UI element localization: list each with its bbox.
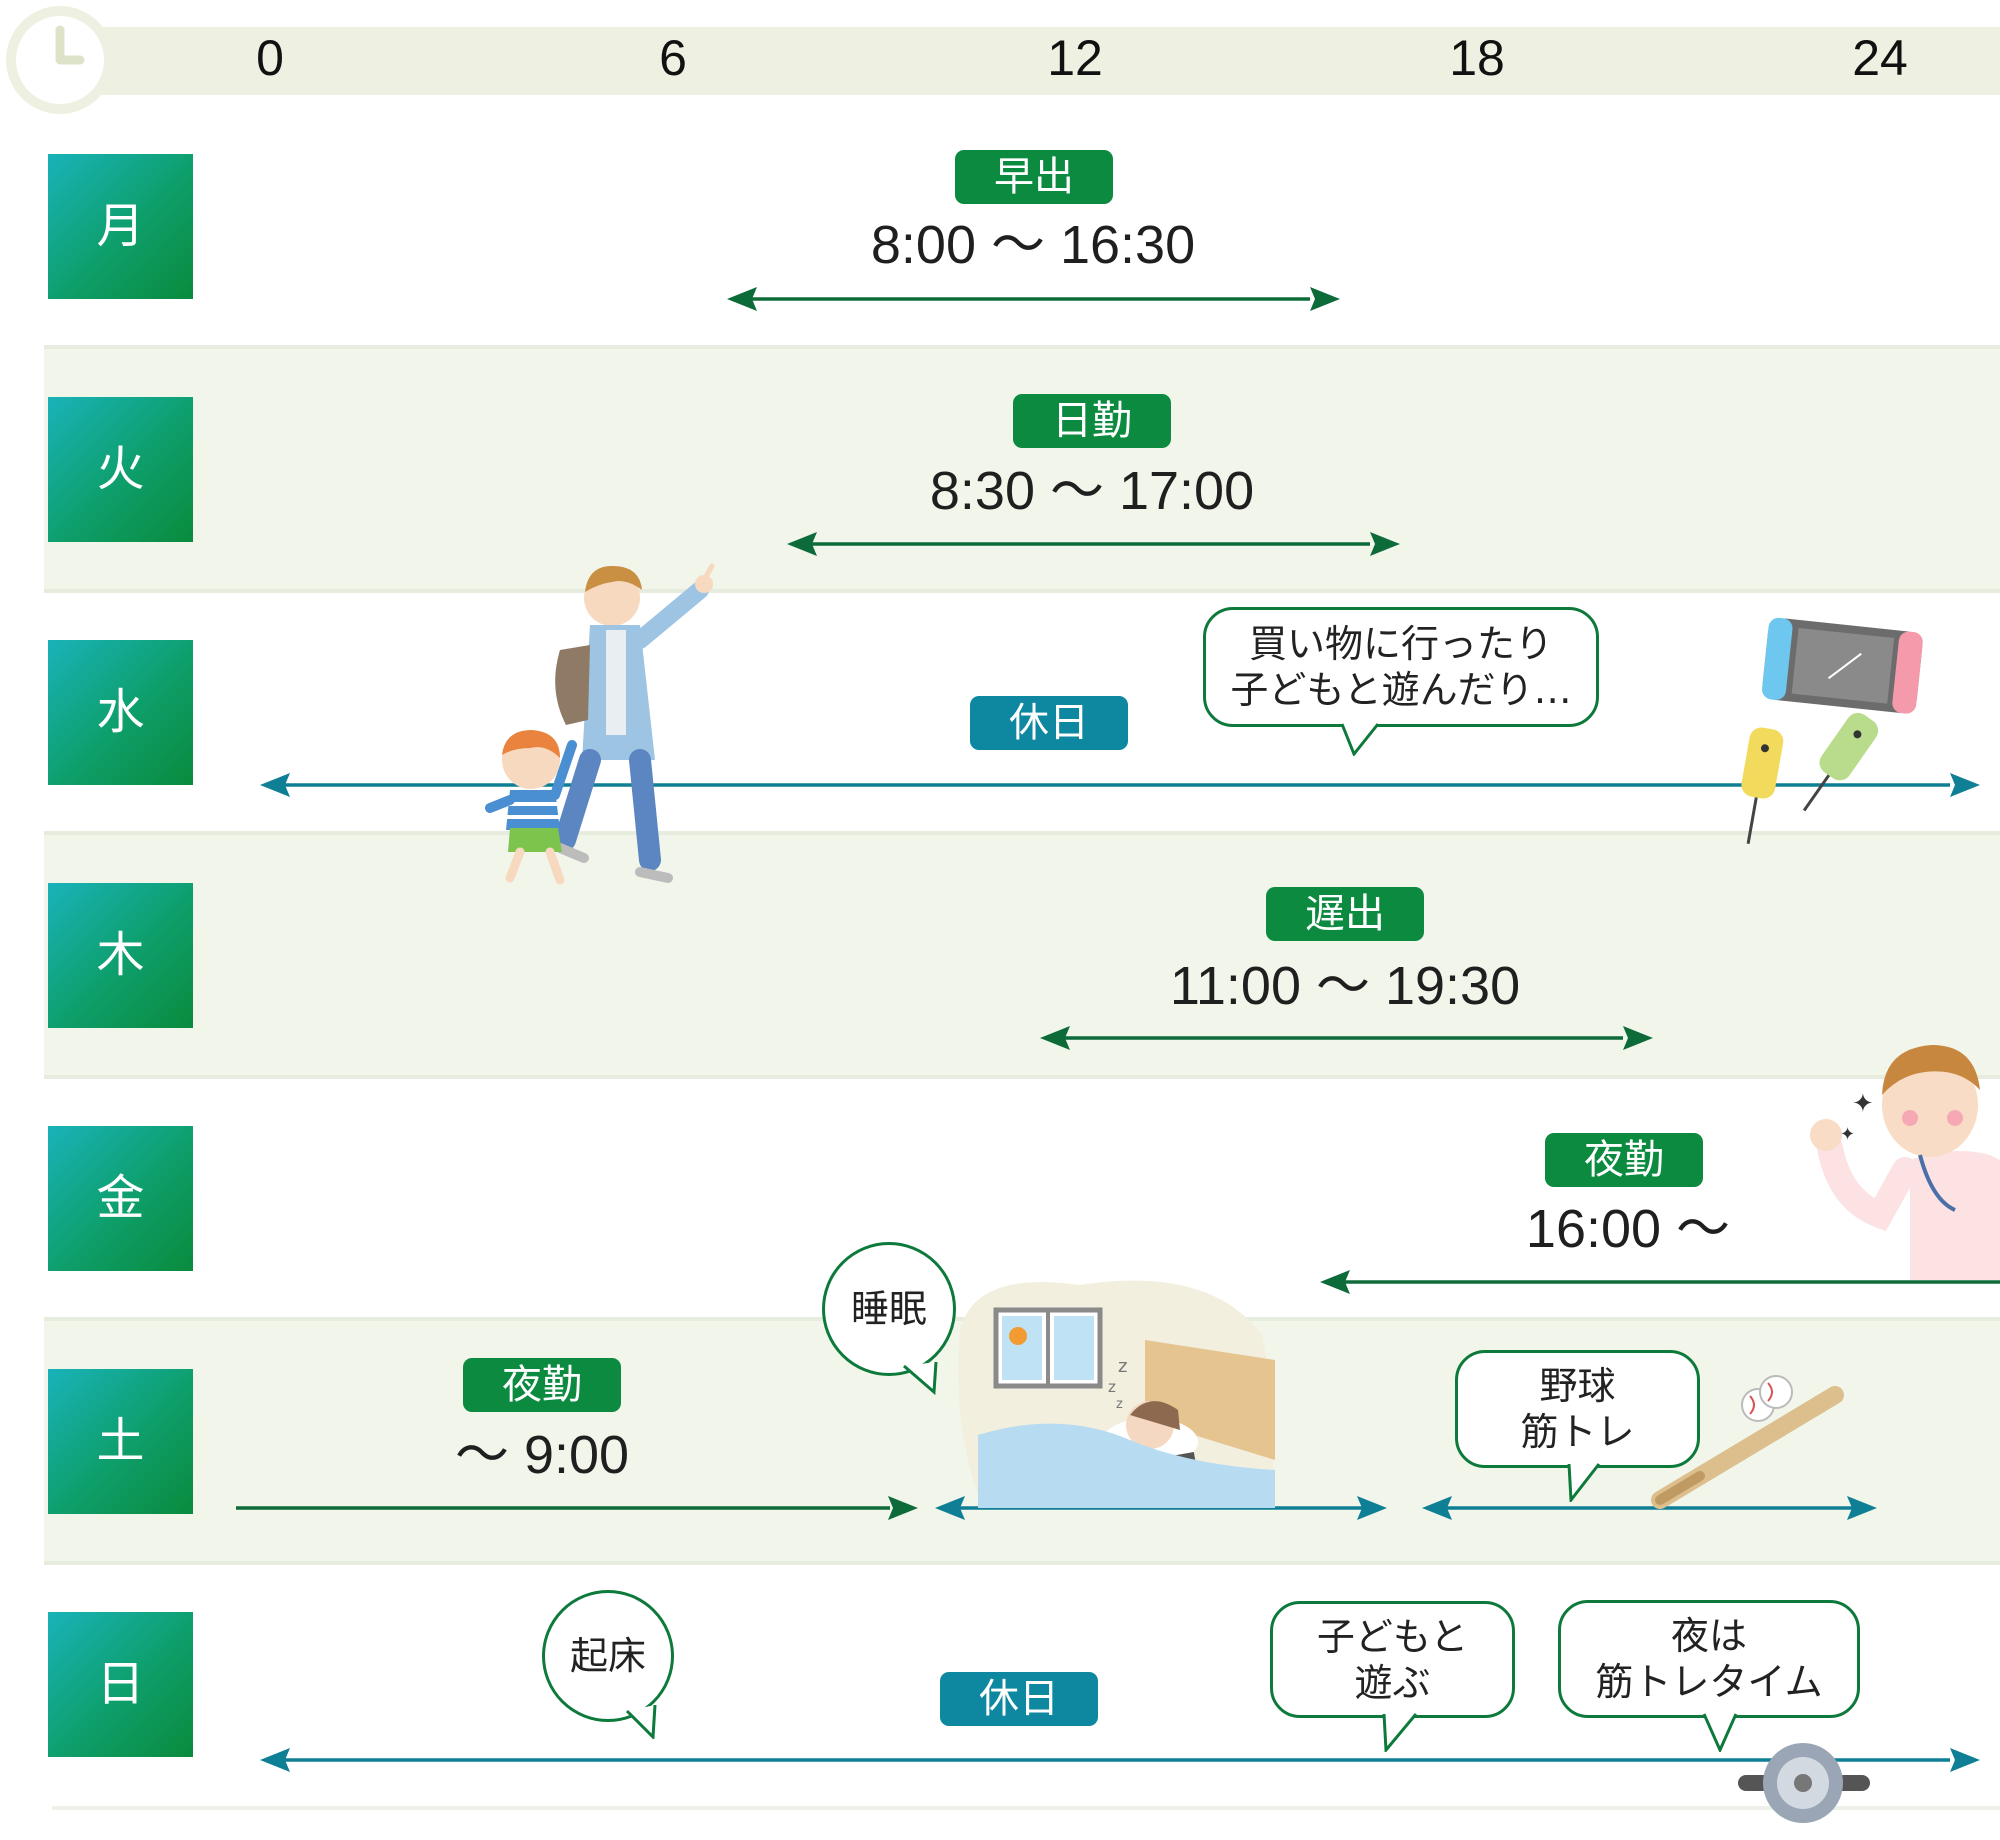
arrow-thu — [1040, 1026, 1653, 1050]
shift-badge-mon: 早出 — [955, 150, 1113, 204]
tick-18: 18 — [1449, 30, 1505, 86]
baseball-bat-icon — [1651, 1375, 1844, 1509]
arrow-fri — [1320, 1270, 2000, 1294]
speech-bubble-kids: 子どもと 遊ぶ — [1270, 1601, 1515, 1718]
svg-text:z: z — [1108, 1378, 1116, 1396]
row-band-tue — [44, 347, 2000, 589]
tick-0: 0 — [256, 30, 284, 86]
arrow-sat-sport — [1422, 1496, 1877, 1520]
day-label-sun: 日 — [48, 1612, 193, 1757]
shift-time-sat: 〜 9:00 — [454, 1425, 630, 1485]
tick-6: 6 — [659, 30, 687, 86]
arrow-tue — [787, 532, 1400, 556]
shift-time-fri: 16:00 〜 — [1525, 1199, 1731, 1259]
day-label-fri: 金 — [48, 1126, 193, 1271]
shift-badge-sun: 休日 — [940, 1672, 1098, 1726]
game-console-icon — [1741, 617, 1923, 845]
shift-time-tue: 8:30 〜 17:00 — [929, 461, 1255, 521]
shift-time-thu: 11:00 〜 19:30 — [1169, 956, 1521, 1016]
svg-text:z: z — [1118, 1356, 1127, 1377]
svg-text:✦: ✦ — [1840, 1124, 1855, 1145]
father-and-child-icon — [485, 563, 715, 885]
ab-roller-icon — [1738, 1743, 1870, 1823]
speech-bubble-wake: 起床 — [542, 1590, 674, 1722]
tick-24: 24 — [1852, 30, 1908, 86]
clock-icon — [6, 6, 114, 114]
day-label-thu: 木 — [48, 883, 193, 1028]
shift-badge-tue: 日勤 — [1013, 394, 1171, 448]
day-label-mon: 月 — [48, 154, 193, 299]
speech-bubble-wed: 買い物に行ったり 子どもと遊んだり… — [1203, 607, 1599, 727]
day-label-sat: 土 — [48, 1369, 193, 1514]
speech-bubble-sleep: 睡眠 — [822, 1242, 956, 1376]
shift-badge-sat: 夜勤 — [463, 1358, 621, 1412]
arrow-sat-night — [236, 1496, 918, 1520]
sleeping-person-icon: z z z — [958, 1280, 1275, 1508]
svg-text:✦: ✦ — [1852, 1089, 1874, 1119]
day-label-tue: 火 — [48, 397, 193, 542]
nurse-icon: ✦ ✦ — [1810, 1045, 2000, 1280]
shift-badge-fri: 夜勤 — [1545, 1133, 1703, 1187]
arrow-sun — [260, 1748, 1980, 1772]
speech-bubble-sport: 野球 筋トレ — [1455, 1350, 1700, 1468]
shift-badge-wed: 休日 — [970, 696, 1128, 750]
time-axis-band — [70, 27, 2000, 95]
arrow-mon — [727, 287, 1340, 311]
shift-badge-thu: 遅出 — [1266, 887, 1424, 941]
tick-12: 12 — [1047, 30, 1103, 86]
svg-text:z: z — [1116, 1397, 1123, 1412]
shift-time-mon: 8:00 〜 16:30 — [870, 215, 1196, 275]
day-label-wed: 水 — [48, 640, 193, 785]
row-band-thu — [44, 833, 2000, 1075]
